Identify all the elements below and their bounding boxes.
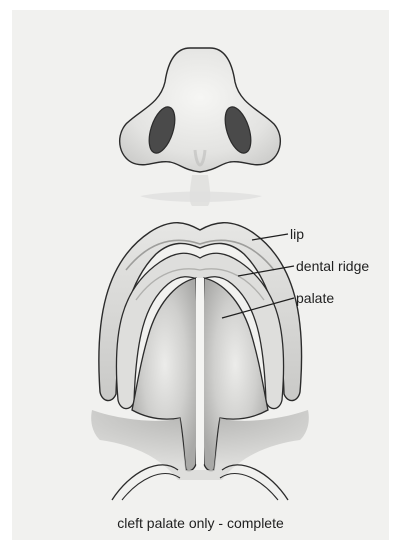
- right-pillar-inner: [220, 474, 278, 500]
- nose: [120, 48, 281, 172]
- figure-caption: cleft palate only - complete: [0, 516, 401, 530]
- upper-lip-shadow: [140, 192, 262, 203]
- cleft-gap: [196, 278, 204, 467]
- left-pillar-inner: [122, 474, 180, 500]
- dental-ridge-label: dental ridge: [296, 259, 369, 273]
- palate-label: palate: [296, 291, 334, 305]
- lip-label: lip: [290, 227, 304, 241]
- right-pillar: [222, 465, 288, 500]
- left-pillar: [112, 465, 178, 500]
- nose-outline: [120, 48, 281, 172]
